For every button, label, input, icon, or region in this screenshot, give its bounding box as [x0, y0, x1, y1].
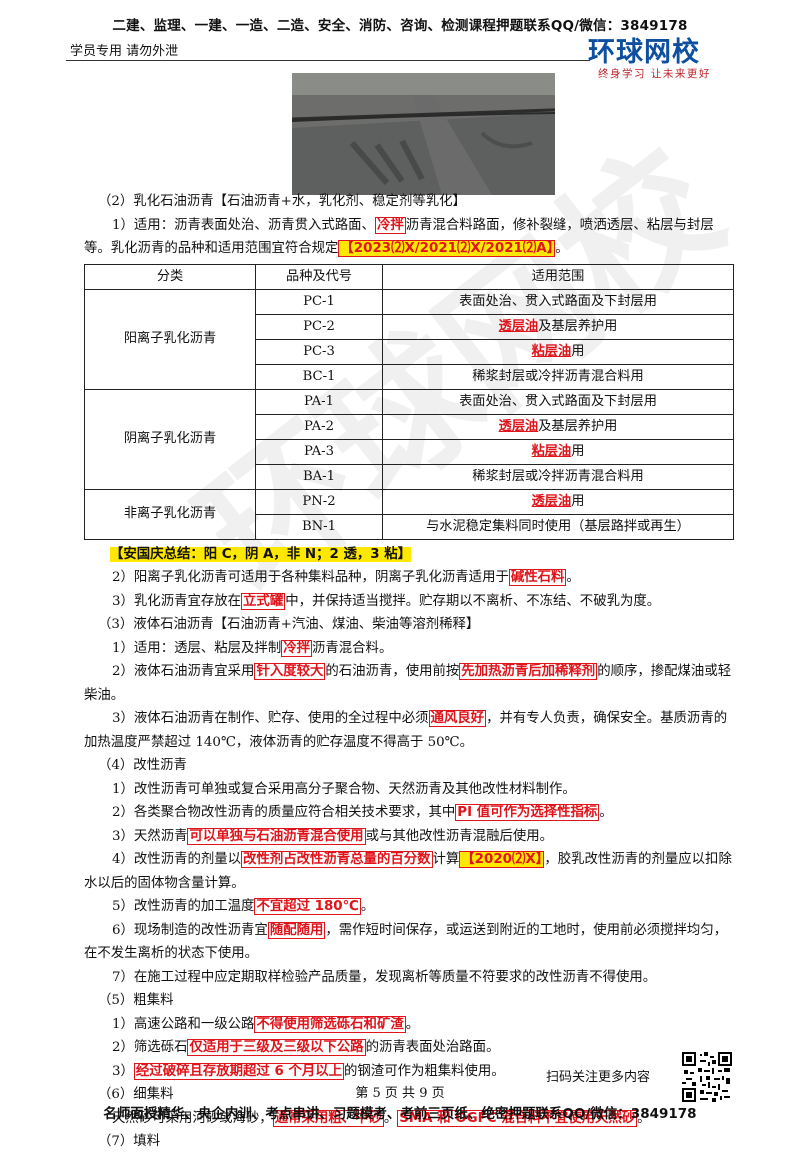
paragraph-modified-4: 4）改性沥青的剂量以改性剂占改性沥青总量的百分数计算【2020⑵X】，胶乳改性沥… — [84, 851, 732, 891]
qr-caption: 扫码关注更多内容 — [546, 1070, 651, 1085]
table-row: BA-1 稀浆封层或冷拌沥青混合料用 — [85, 463, 734, 490]
code-cell: PA-3 — [255, 438, 383, 465]
section-title-filler: （7）填料 — [98, 1134, 161, 1149]
table-row: 阴离子乳化沥青 PA-1 表面处治、贯入式路面及下封层用 — [84, 388, 734, 490]
exam-tag: 【2023⑵X/2021⑵X/2021⑵A】 — [338, 240, 556, 257]
section-title-fine: （6）细集料 — [98, 1087, 174, 1102]
table-row: 非离子乳化沥青 PN-2 透层油用 — [84, 488, 734, 540]
section-title-coarse: （5）粗集料 — [98, 993, 174, 1008]
code-cell: PN-2 — [255, 488, 383, 515]
scope-cell: 稀浆封层或冷拌沥青混合料用 — [382, 363, 734, 390]
table-row: PC-3 粘层油用 — [85, 338, 734, 365]
table-header-row: 分类 品种及代号 适用范围 — [84, 263, 734, 290]
qr-code-icon[interactable] — [682, 1052, 732, 1102]
scope-cell: 稀浆封层或冷拌沥青混合料用 — [382, 463, 734, 490]
logo-slogan: 终身学习 让未来更好 — [598, 68, 711, 80]
category-cell: 非离子乳化沥青 — [84, 488, 256, 540]
header-divider — [66, 60, 590, 61]
paragraph-modified-1: 1）改性沥青可单独或复合采用高分子聚合物、天然沥青及其他改性材料制作。 — [112, 781, 576, 797]
paragraph-liquid-safety: 3）液体石油沥青在制作、贮存、使用的全过程中必须通风良好，并有专人负责，确保安全… — [84, 710, 728, 750]
road-crack-photo — [292, 73, 555, 195]
code-cell: PA-1 — [255, 388, 383, 415]
paragraph-coarse-3: 3）经过破碎且存放期超过 6 个月以上的钢渣可作为粗集料使用。 — [112, 1062, 505, 1080]
scope-cell: 透层油及基层养护用 — [382, 313, 734, 340]
col-header-scope: 适用范围 — [382, 263, 734, 290]
code-cell: PC-2 — [255, 313, 383, 340]
scope-cell: 粘层油用 — [382, 438, 734, 465]
emulsified-asphalt-table: 分类 品种及代号 适用范围 阳离子乳化沥青 PC-1 表面处治、贯入式路面及下封… — [84, 263, 734, 540]
scope-cell: 与水泥稳定集料同时使用（基层路拌或再生） — [382, 513, 734, 540]
table-row: PA-2 透层油及基层养护用 — [85, 413, 734, 440]
scope-cell: 表面处治、贯入式路面及下封层用 — [382, 288, 734, 315]
table-row: PC-2 透层油及基层养护用 — [85, 313, 734, 340]
brand-logo: 环球网校 终身学习 让未来更好 — [588, 30, 728, 81]
paragraph-coarse-2: 2）筛选砾石仅适用于三级及三级以下公路的沥青表面处治路面。 — [112, 1039, 500, 1056]
paragraph-emulsified-usage: 1）适用：沥青表面处治、沥青贯入式路面、冷拌沥青混合料路面，修补裂缝，喷洒透层、… — [84, 216, 714, 257]
paragraph-storage: 3）乳化沥青宜存放在立式罐中，并保持适当搅拌。贮存期以不离析、不冻结、不破乳为度… — [112, 592, 661, 610]
table-row: 阳离子乳化沥青 PC-1 表面处治、贯入式路面及下封层用 — [84, 288, 734, 390]
paragraph-liquid-usage: 1）适用：透层、粘层及拌制冷拌沥青混合料。 — [112, 639, 393, 657]
code-cell: PC-1 — [255, 288, 383, 315]
main-content: （2）乳化石油沥青【石油沥青+水，乳化剂、稳定剂等乳化】 1）适用：沥青表面处治… — [84, 190, 734, 1154]
table-row: BN-1 与水泥稳定集料同时使用（基层路拌或再生） — [85, 513, 734, 540]
code-cell: BC-1 — [255, 363, 383, 390]
paragraph-modified-3: 3）天然沥青可以单独与石油沥青混合使用或与其他改性沥青混融后使用。 — [112, 827, 554, 845]
col-header-category: 分类 — [84, 263, 256, 290]
table-row: PA-3 粘层油用 — [85, 438, 734, 465]
col-header-code: 品种及代号 — [255, 263, 383, 290]
table-row: BC-1 稀浆封层或冷拌沥青混合料用 — [85, 363, 734, 390]
scope-cell: 表面处治、贯入式路面及下封层用 — [382, 388, 734, 415]
section-title-emulsified: （2）乳化石油沥青【石油沥青+水，乳化剂、稳定剂等乳化】 — [98, 194, 466, 209]
bottom-banner: 名师面授精华、央企内训、考点串讲、习题模考、考前三页纸、绝密押题联系QQ/微信：… — [103, 1106, 697, 1122]
scope-cell: 透层油及基层养护用 — [382, 413, 734, 440]
code-cell: PC-3 — [255, 338, 383, 365]
scope-cell: 粘层油用 — [382, 338, 734, 365]
section-title-liquid: （3）液体石油沥青【石油沥青+汽油、煤油、柴油等溶剂稀释】 — [98, 617, 480, 632]
paragraph-modified-7: 7）在施工过程中应定期取样检验产品质量，发现离析等质量不符要求的改性沥青不得使用… — [112, 969, 657, 985]
paragraph-modified-6: 6）现场制造的改性沥青宜随配随用，需作短时间保存，或运送到附近的工地时，使用前必… — [84, 921, 728, 961]
paragraph-coarse-1: 1）高速公路和一级公路不得使用筛选砾石和矿渣。 — [112, 1015, 420, 1033]
code-cell: BN-1 — [255, 513, 383, 540]
code-cell: PA-2 — [255, 413, 383, 440]
paragraph-modified-5: 5）改性沥青的加工温度不宜超过 180℃。 — [112, 898, 375, 915]
category-cell: 阳离子乳化沥青 — [84, 288, 256, 390]
paragraph-fine: 天然砂可采用河砂或海砂，通常采用粗、中砂。SMA 和 OGFC 混合料不宜使用天… — [112, 1109, 651, 1127]
confidential-note: 学员专用 请勿外泄 — [70, 44, 179, 59]
category-cell: 阴离子乳化沥青 — [84, 388, 256, 490]
paragraph-cationic: 2）阳离子乳化沥青可适用于各种集料品种，阴离子乳化沥青适用于碱性石料。 — [112, 569, 580, 586]
logo-title: 环球网校 — [588, 37, 700, 68]
top-banner: 二建、监理、一建、一造、二造、安全、消防、咨询、检测课程押题联系QQ/微信：38… — [112, 18, 688, 34]
exam-tag: 【2020⑵X】 — [459, 851, 545, 868]
code-cell: BA-1 — [255, 463, 383, 490]
section-title-modified: （4）改性沥青 — [98, 758, 187, 773]
summary-note: 【安国庆总结：阳 C，阴 A，非 N；2 透，3 粘】 — [110, 546, 411, 562]
paragraph-liquid-mix: 2）液体石油沥青宜采用针入度较大的石油沥青，使用前按先加热沥青后加稀释剂的顺序，… — [84, 663, 732, 703]
scope-cell: 透层油用 — [382, 488, 734, 515]
page-number: 第 5 页 共 9 页 — [355, 1086, 445, 1101]
